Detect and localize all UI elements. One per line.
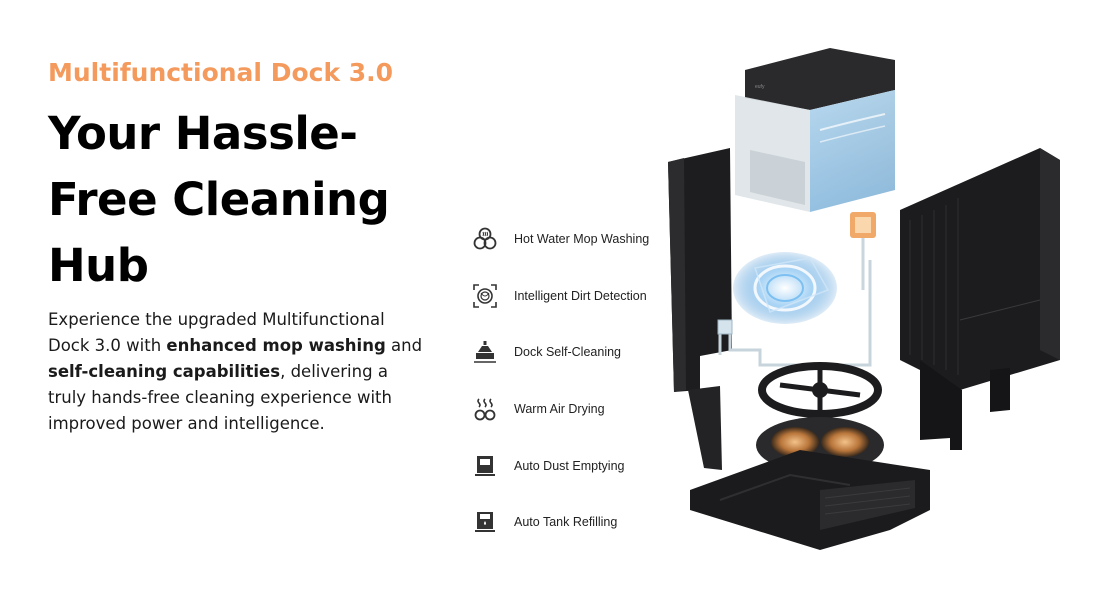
feature-item: Warm Air Drying	[470, 394, 605, 424]
feature-item: Dock Self-Cleaning	[470, 337, 621, 367]
headline-line: Your Hassle-	[48, 107, 358, 160]
feature-label: Warm Air Drying	[514, 402, 605, 416]
mop-tray	[758, 362, 882, 418]
headline-line: Hub	[48, 239, 149, 292]
water-pipes	[717, 260, 872, 367]
suction-motor	[733, 252, 837, 324]
tank-refilling-icon	[470, 507, 500, 537]
brand-mark: eufy	[755, 84, 765, 90]
headline-line: Free Cleaning	[48, 173, 390, 226]
desc-highlight: self-cleaning capabilities	[48, 362, 281, 381]
left-side-panel	[668, 148, 732, 470]
feature-item: Auto Tank Refilling	[470, 507, 617, 537]
feature-label: Auto Dust Emptying	[514, 459, 625, 473]
feature-item: Intelligent Dirt Detection	[470, 281, 647, 311]
dust-emptying-icon	[470, 451, 500, 481]
dock-tower	[900, 148, 1060, 450]
desc-text: Experience the upgraded Multifunctional …	[48, 310, 385, 355]
hot-water-icon	[470, 224, 500, 254]
eyebrow-title: Multifunctional Dock 3.0	[48, 58, 394, 87]
feature-item: Hot Water Mop Washing	[470, 224, 649, 254]
feature-label: Hot Water Mop Washing	[514, 232, 650, 246]
dirt-detection-icon	[470, 281, 500, 311]
warm-air-icon	[470, 394, 500, 424]
feature-label: Dock Self-Cleaning	[514, 345, 621, 359]
water-tank: eufy	[735, 48, 895, 212]
feature-item: Auto Dust Emptying	[470, 451, 624, 481]
self-cleaning-icon	[470, 337, 500, 367]
dock-exploded-view: eufy	[660, 30, 1080, 590]
feature-label: Auto Tank Refilling	[514, 515, 618, 529]
desc-highlight: enhanced mop washing	[166, 336, 386, 355]
hero-text: Multifunctional Dock 3.0 Your Hassle- Fr…	[48, 58, 428, 437]
desc-text: , delivering a truly hands-free cleaning…	[48, 362, 392, 433]
base-ramp	[690, 450, 930, 550]
description: Experience the upgraded Multifunctional …	[48, 307, 428, 437]
headline: Your Hassle- Free Cleaning Hub	[48, 101, 428, 299]
desc-text: and	[385, 336, 423, 355]
heater-module	[850, 212, 876, 290]
dock-illustration: eufy	[668, 48, 1060, 550]
feature-label: Intelligent Dirt Detection	[514, 289, 647, 303]
